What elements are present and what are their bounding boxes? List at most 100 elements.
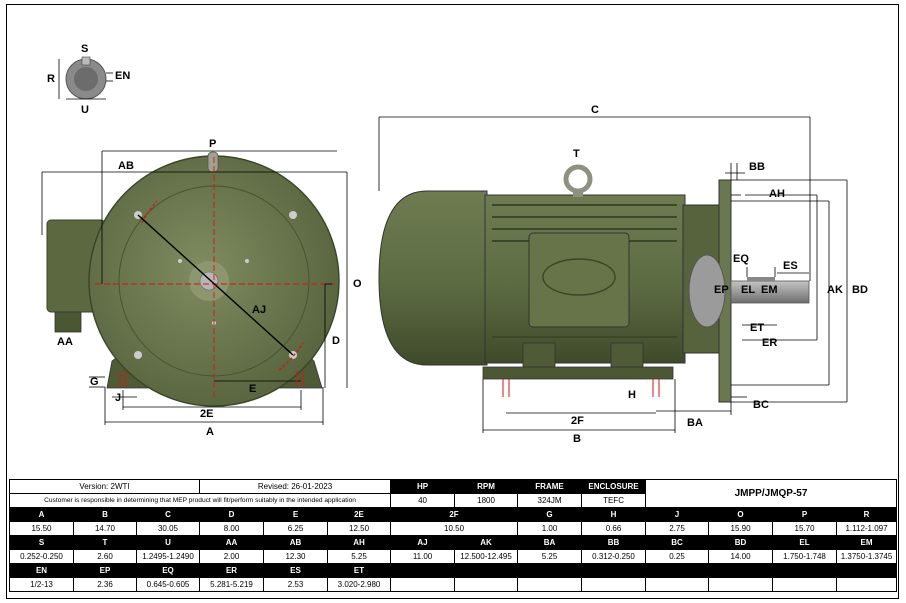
dim-value: 0.312-0.250 <box>581 549 647 564</box>
dim-value-row-2: 0.252-0.250 2.60 1.2495-1.2490 2.00 12.3… <box>9 549 898 564</box>
hp-header: HP <box>390 479 456 494</box>
label-o: O <box>353 278 362 290</box>
dim-header <box>454 563 519 578</box>
dim-value: 2.75 <box>645 521 710 536</box>
dim-header: A <box>9 507 74 522</box>
dim-value: 30.05 <box>136 521 200 536</box>
dim-value <box>708 577 774 592</box>
dim-value: 15.70 <box>772 521 838 536</box>
disclaimer-cell: Customer is responsible in determining t… <box>8 493 392 508</box>
dim-header <box>390 563 456 578</box>
label-c: C <box>591 104 599 116</box>
enclosure-value: TEFC <box>581 493 647 508</box>
dim-header: 2F <box>390 507 519 522</box>
label-2f: 2F <box>571 415 584 427</box>
dim-value: 2.60 <box>73 549 137 564</box>
label-u: U <box>81 104 89 116</box>
dim-header: EL <box>772 535 838 550</box>
dim-header: H <box>581 507 647 522</box>
revised-cell: Revised: 26-01-2023 <box>198 479 392 494</box>
dim-header: T <box>73 535 137 550</box>
dim-value: 0.252-0.250 <box>9 549 74 564</box>
dim-header <box>517 563 583 578</box>
label-em: EM <box>761 284 778 296</box>
label-h: H <box>628 389 636 401</box>
dim-header: U <box>136 535 200 550</box>
label-s: S <box>81 43 88 55</box>
dim-header-row-2: S T U AA AB AH AJ AK BA BB BC BD EL EM <box>9 535 898 550</box>
dim-header: O <box>708 507 774 522</box>
dim-value: 1.3750-1.3745 <box>836 549 898 564</box>
label-bd: BD <box>852 284 868 296</box>
dim-header: ET <box>326 563 392 578</box>
dim-header: D <box>199 507 264 522</box>
label-en: EN <box>115 70 130 82</box>
dim-value: 0.66 <box>581 521 647 536</box>
dim-value-row-3: 1/2-13 2.36 0.645-0.605 5.281-5.219 2.53… <box>9 577 898 592</box>
dim-header: EM <box>836 535 898 550</box>
dim-header: E <box>263 507 328 522</box>
dim-header: AA <box>199 535 264 550</box>
dim-header-row-3: EN EP EQ ER ES ET <box>9 563 898 578</box>
frame-header: FRAME <box>517 479 583 494</box>
label-a: A <box>206 426 214 438</box>
model-title: JMPP/JMQP-57 <box>645 479 898 508</box>
label-aj: AJ <box>252 304 266 316</box>
specification-table: Version: 2WTI Revised: 26-01-2023 HP RPM… <box>8 479 898 592</box>
dim-value: 15.50 <box>9 521 74 536</box>
label-2e: 2E <box>200 408 213 420</box>
label-aa: AA <box>57 336 73 348</box>
dim-value: 0.645-0.605 <box>136 577 200 592</box>
dim-header: P <box>772 507 838 522</box>
shaft-end-detail: S R EN U <box>47 43 130 116</box>
dim-value: 2.53 <box>263 577 328 592</box>
label-ab: AB <box>118 160 134 172</box>
dim-header: J <box>645 507 710 522</box>
dim-header-row-1: A B C D E 2E 2F G H J O P R <box>9 507 898 522</box>
dim-header: BA <box>517 535 583 550</box>
dim-header <box>772 563 838 578</box>
dim-value: 14.70 <box>73 521 137 536</box>
dim-header: ER <box>199 563 264 578</box>
dim-value: 1.112-1.097 <box>836 521 898 536</box>
dim-header <box>645 563 710 578</box>
label-p: P <box>209 138 216 150</box>
dim-value: 1.00 <box>517 521 583 536</box>
label-ba: BA <box>687 417 703 429</box>
label-bc: BC <box>753 399 769 411</box>
dim-header <box>708 563 774 578</box>
dim-header: EP <box>73 563 137 578</box>
label-et: ET <box>750 322 764 334</box>
rpm-value: 1800 <box>454 493 519 508</box>
dim-header <box>836 563 898 578</box>
drawing-sheet: S R EN U <box>6 4 899 599</box>
dim-header: EN <box>9 563 74 578</box>
dim-value: 2.00 <box>199 549 264 564</box>
motor-side-view: C T BB AH EQ ES EP EL EM AK BD ET ER H B… <box>378 104 868 445</box>
dim-value: 11.00 <box>390 549 456 564</box>
dim-value: 14.00 <box>708 549 774 564</box>
label-j: J <box>115 392 121 404</box>
dim-value: 10.50 <box>390 521 519 536</box>
dim-header: BC <box>645 535 710 550</box>
label-b: B <box>573 433 581 445</box>
dim-header: AB <box>263 535 328 550</box>
label-ep: EP <box>714 284 729 296</box>
dim-value: 12.30 <box>263 549 328 564</box>
dim-header: S <box>9 535 74 550</box>
label-r: R <box>47 73 55 85</box>
hp-value: 40 <box>390 493 456 508</box>
motor-front-view: P AB O AJ AA D G J E 2E A <box>41 138 362 438</box>
dim-header: BD <box>708 535 774 550</box>
dim-header: AJ <box>390 535 456 550</box>
label-eq: EQ <box>733 253 749 265</box>
dim-header: G <box>517 507 583 522</box>
dim-value: 5.25 <box>326 549 392 564</box>
dim-value: 5.281-5.219 <box>199 577 264 592</box>
label-g: G <box>90 376 99 388</box>
dim-value <box>454 577 519 592</box>
label-e: E <box>249 383 256 395</box>
label-d: D <box>332 335 340 347</box>
dim-value: 0.25 <box>645 549 710 564</box>
motor-dimension-drawing: S R EN U <box>41 43 868 445</box>
